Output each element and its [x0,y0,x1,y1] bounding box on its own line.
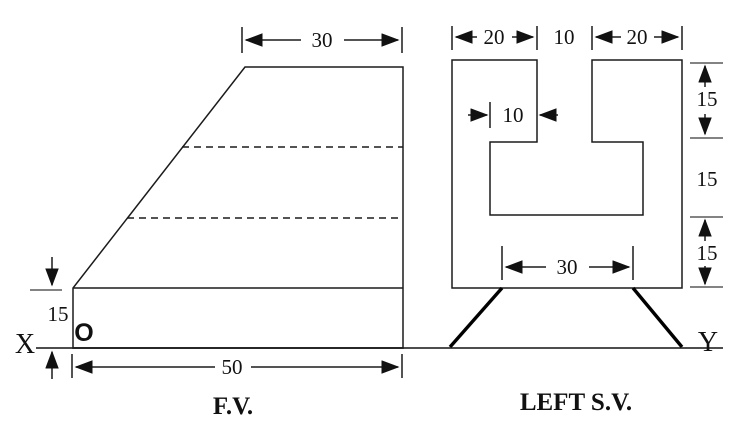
dim-value: 50 [222,355,243,379]
side-view-dim-slot-width: 30 [501,246,634,280]
dim-value: 30 [557,255,578,279]
dim-value: 15 [697,87,718,111]
side-view-dim-top-row: 20 10 20 [451,25,683,50]
side-view-caption: LEFT S.V. [520,389,632,416]
side-view-right-slant [631,286,684,349]
y-axis-label: Y [698,327,718,358]
dim-value: 30 [312,28,333,52]
left-side-view: 20 10 20 10 30 15 [448,25,723,416]
side-view-dim-height-chain: 15 15 15 [690,62,723,288]
dim-value: 10 [503,103,524,127]
front-view-dim-base-height: 15 [30,257,69,379]
dim-value: 20 [627,25,648,49]
dim-value: 15 [697,167,718,191]
dim-value: 15 [48,302,69,326]
front-view-outline [72,66,404,349]
side-view-outline [451,59,683,289]
x-axis-label: X [15,329,35,360]
front-view-caption: F.V. [213,393,253,420]
front-view-dim-total-width: 50 [71,354,403,379]
origin-label: O [74,319,93,347]
dim-value: 10 [554,25,575,49]
front-view: O 30 15 50 F.V. [30,27,404,420]
dim-value: 20 [484,25,505,49]
side-view-left-slant [448,286,504,349]
dim-value: 15 [697,241,718,265]
side-view-dim-shoulder: 10 [468,102,558,128]
front-view-dim-top-width: 30 [241,27,403,53]
